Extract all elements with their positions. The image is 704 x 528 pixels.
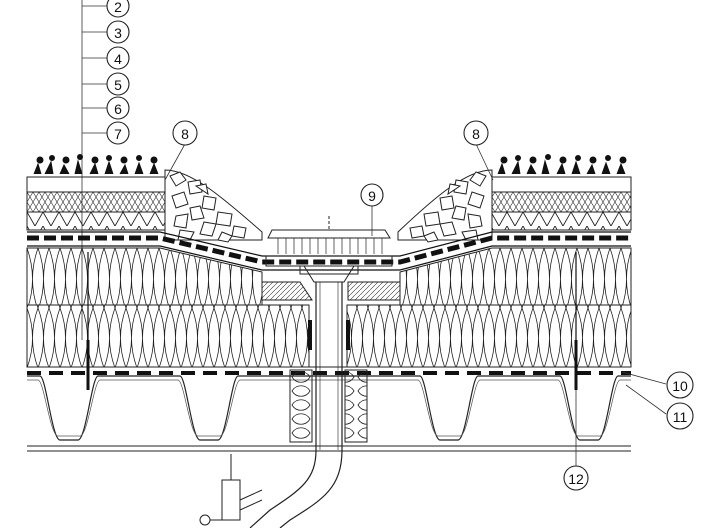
insulation-upper xyxy=(26,247,263,306)
callout-number: 2 xyxy=(114,0,122,15)
callout-circle xyxy=(172,120,198,146)
drain-base-left xyxy=(261,281,313,301)
trapezoidal-deck xyxy=(27,375,631,441)
callout-number: 3 xyxy=(114,25,122,41)
callout-number: 10 xyxy=(672,378,688,394)
callout-number: 8 xyxy=(472,126,480,142)
callout-number: 4 xyxy=(114,51,122,67)
callout-number: 8 xyxy=(181,126,189,142)
callout-circle xyxy=(360,183,384,207)
vegetation-layer-right xyxy=(491,154,632,193)
callout-circle xyxy=(106,96,130,120)
fire-collar-left xyxy=(289,369,313,443)
pipe-fitting xyxy=(199,454,263,526)
filter-layer-left xyxy=(26,191,166,213)
drain-base-right xyxy=(347,281,401,301)
drainage-board-right xyxy=(491,211,632,231)
callout-circle xyxy=(106,20,130,44)
filter-layer-right xyxy=(491,191,632,213)
drain-pipe xyxy=(249,282,350,528)
insulation-lower-left xyxy=(26,304,310,368)
insulation-upper-right xyxy=(399,247,632,306)
callout-11: 11 xyxy=(666,402,694,430)
callout-4: 4 xyxy=(106,46,130,70)
trapezoidal-deck-inner xyxy=(27,379,631,437)
callout-5: 5 xyxy=(106,72,130,96)
callout-layer: 2 3 4 5 6 7 8 8 9 10 11 12 xyxy=(106,0,694,491)
callout-2: 2 xyxy=(106,0,130,18)
fire-collar-right xyxy=(344,369,368,443)
callout-circle xyxy=(666,371,694,399)
callout-circle xyxy=(106,0,130,18)
callout-circle xyxy=(463,120,489,146)
callout-12: 12 xyxy=(563,465,589,491)
callout-3: 3 xyxy=(106,20,130,44)
callout-circle xyxy=(563,465,589,491)
callout-number: 12 xyxy=(568,471,584,487)
callout-10: 10 xyxy=(666,371,694,399)
callout-8-left: 8 xyxy=(172,120,198,146)
callout-leaders xyxy=(164,143,667,466)
callout-number: 7 xyxy=(114,126,122,142)
gravel-strip-right xyxy=(397,169,493,243)
callout-7: 7 xyxy=(106,121,130,145)
callout-circle xyxy=(106,121,130,145)
insulation-lower-right xyxy=(346,304,632,368)
callout-number: 5 xyxy=(114,77,122,93)
drainage-board-left xyxy=(26,211,166,231)
callout-circle xyxy=(106,72,130,96)
vapour-barrier xyxy=(27,366,631,375)
callout-circle xyxy=(666,402,694,430)
vegetation-layer-left xyxy=(26,154,166,193)
callout-number: 11 xyxy=(673,409,688,425)
callout-number: 9 xyxy=(368,188,376,204)
callout-9: 9 xyxy=(360,183,384,207)
gravel-strip-left xyxy=(164,169,263,243)
callout-number: 6 xyxy=(114,101,122,117)
callout-circle xyxy=(106,46,130,70)
callout-6: 6 xyxy=(106,96,130,120)
roof-drain xyxy=(265,216,393,283)
callout-8-right: 8 xyxy=(463,120,489,146)
